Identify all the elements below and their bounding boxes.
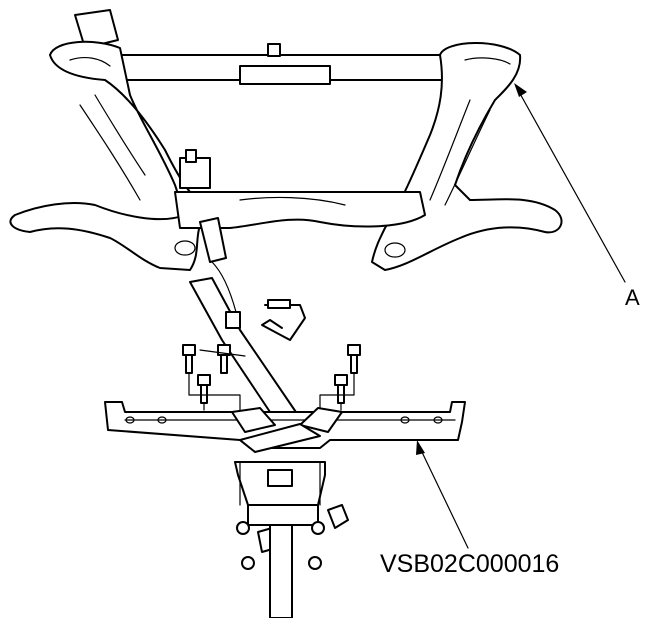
callout-a-arrowhead: [514, 83, 527, 97]
right-rail-rib: [429, 99, 471, 201]
right-rail-rib-2: [444, 109, 491, 206]
plate-cross-web: [239, 423, 321, 453]
left-rail-rib: [94, 94, 146, 176]
mount-tab: [185, 149, 197, 163]
gearbox-assembly: [234, 461, 349, 618]
spring-clip: [199, 349, 246, 357]
left-side-rail: [9, 40, 216, 271]
plate-bushing-left: [231, 407, 276, 433]
bolt-leader-left: [188, 372, 241, 411]
clip-wire: [261, 304, 306, 341]
link-clamp: [225, 311, 241, 329]
plate-hole: [157, 416, 167, 424]
left-rail-rib-2: [79, 104, 141, 201]
crossmember-tab: [267, 43, 281, 57]
plate-hole: [125, 416, 135, 424]
gearbox-cover: [267, 469, 293, 487]
upper-joint: [199, 217, 227, 263]
lower-crossmember-edge: [239, 196, 346, 206]
figure-code: VSB02C000016: [380, 550, 559, 578]
bolt-3: [197, 374, 211, 404]
subframe: [9, 9, 563, 271]
crossmember-bracket: [239, 65, 331, 85]
callout-plate-leader: [419, 447, 469, 549]
steering-shaft: [269, 524, 293, 618]
mounting-bolts: [182, 344, 361, 411]
callout-a-label: A: [625, 285, 640, 310]
plate-bushing-right: [299, 407, 343, 433]
bolt-5: [334, 374, 348, 404]
left-rail-edge: [69, 56, 111, 67]
bolt-4: [347, 344, 361, 374]
clip-head: [267, 299, 291, 309]
bolt-2: [217, 344, 231, 374]
callout-plate-arrowhead: [416, 440, 425, 455]
plate-hole: [433, 416, 443, 424]
lower-crossmember: [174, 191, 426, 229]
gearbox-nut-right: [327, 504, 349, 529]
callout-a-leader: [517, 89, 626, 283]
bolt-leader-right: [319, 372, 355, 411]
left-mount-block: [74, 9, 119, 49]
bolt-1: [182, 344, 196, 374]
callout-a: A: [514, 83, 640, 310]
steering-link: [189, 217, 301, 431]
right-rail-edge: [464, 57, 511, 65]
gearbox-flange: [247, 504, 319, 526]
callout-plate: [416, 440, 469, 549]
retaining-clip: [261, 299, 306, 341]
stiffener-plate: [104, 401, 466, 453]
gearbox-bolts: [236, 521, 325, 570]
left-rail-hole: [174, 240, 196, 256]
right-rail-hole: [384, 242, 406, 258]
plate-hole: [400, 416, 410, 424]
